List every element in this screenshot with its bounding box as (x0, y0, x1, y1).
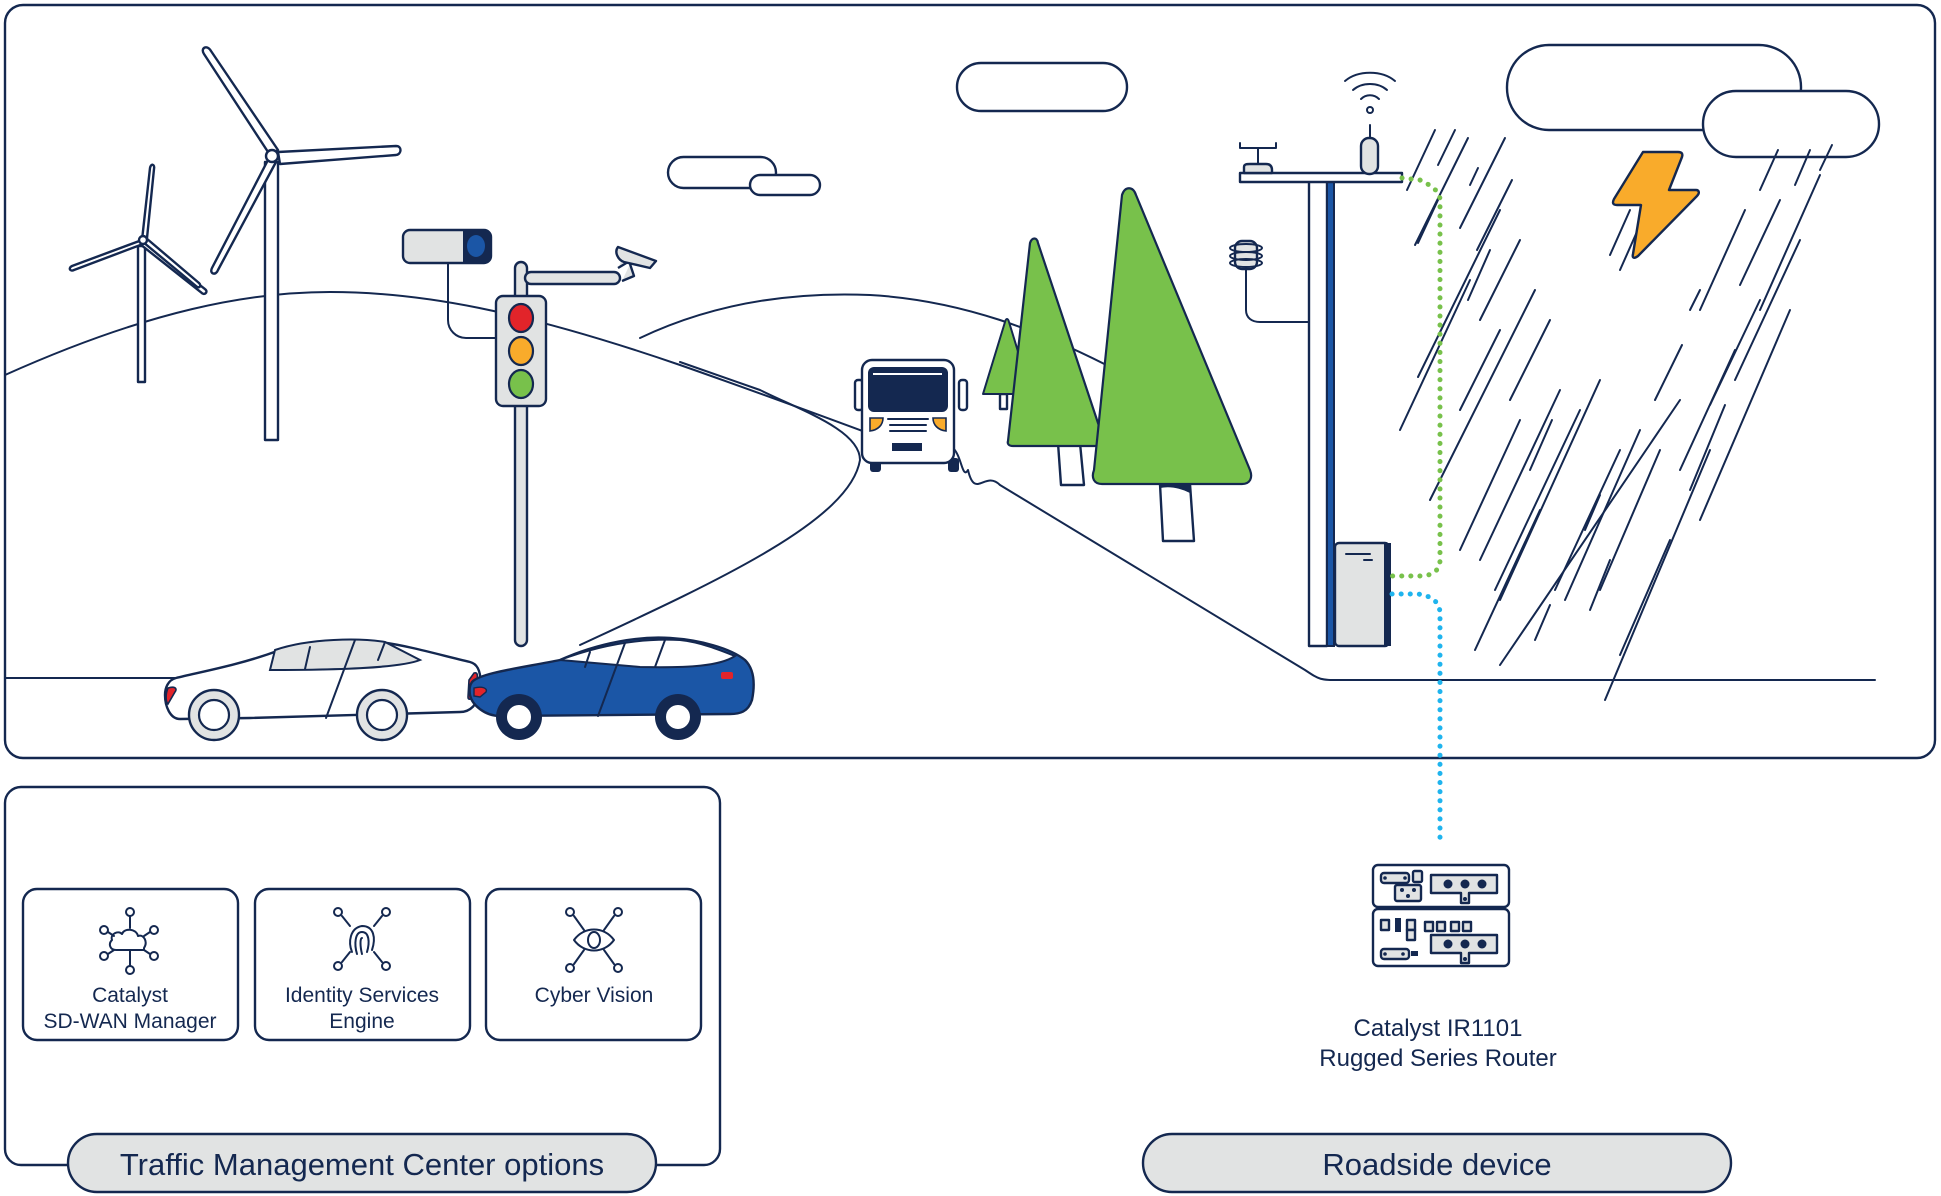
car-white (163, 638, 482, 742)
cellular-link-green (1389, 175, 1443, 579)
tmc-section-label: Traffic Management Center options (66, 1132, 658, 1194)
roadside-pole (1229, 71, 1404, 648)
traffic-light-green (507, 368, 535, 400)
weather-sensor-icon (1229, 239, 1310, 323)
option-label-line1: Identity Services (285, 984, 439, 1007)
rain-streaks (1399, 129, 1833, 701)
eye-network-icon (565, 907, 623, 973)
tmc-label-text: Traffic Management Center options (120, 1147, 604, 1182)
tree-medium (1006, 237, 1106, 487)
hill-left (4, 291, 936, 459)
storm-cloud-front (1701, 89, 1881, 159)
option-label-line1: Cyber Vision (535, 984, 654, 1007)
option-label-line2: Engine (329, 1010, 394, 1033)
roadside-label-text: Roadside device (1322, 1147, 1551, 1182)
cloud-medium (955, 61, 1129, 113)
option-label-line1: Catalyst (92, 984, 168, 1007)
option-card-identity-services-engine[interactable]: Identity Services Engine (253, 887, 472, 1042)
cloud-small-a (666, 155, 778, 190)
antenna-icon (1359, 136, 1380, 176)
car-blue (468, 636, 755, 740)
router-name-line1: Catalyst IR1101 (1354, 1015, 1523, 1042)
scene-frame (3, 3, 1937, 760)
road-left-edge (579, 361, 861, 646)
wifi-signal-icon (1344, 71, 1396, 114)
tree-large (1091, 187, 1253, 543)
wind-turbine-large (201, 46, 402, 442)
option-card-cyber-vision[interactable]: Cyber Vision (484, 887, 703, 1042)
cloud-network-icon (99, 907, 159, 975)
option-card-sdwan-manager[interactable]: Catalyst SD-WAN Manager (21, 887, 240, 1042)
wind-turbine-small (68, 163, 208, 384)
traffic-light-red (507, 302, 535, 334)
traffic-camera-icon (615, 245, 658, 283)
traffic-light-amber (507, 335, 535, 367)
traffic-light-pole (401, 228, 658, 648)
fingerprint-network-icon (333, 907, 391, 971)
ir1101-router-icon (1371, 863, 1511, 968)
option-label-line2: SD-WAN Manager (43, 1010, 216, 1033)
bus (853, 358, 969, 472)
router-name-line2: Rugged Series Router (1319, 1045, 1556, 1072)
roadside-cabinet (1333, 541, 1391, 648)
ethernet-link-blue (1389, 591, 1443, 843)
roadside-section-label: Roadside device (1141, 1132, 1733, 1194)
lightning-bolt-icon (1611, 150, 1700, 259)
gps-sensor-icon (1239, 142, 1277, 175)
cloud-small-b (748, 173, 822, 197)
road-right-edge (951, 446, 1876, 681)
